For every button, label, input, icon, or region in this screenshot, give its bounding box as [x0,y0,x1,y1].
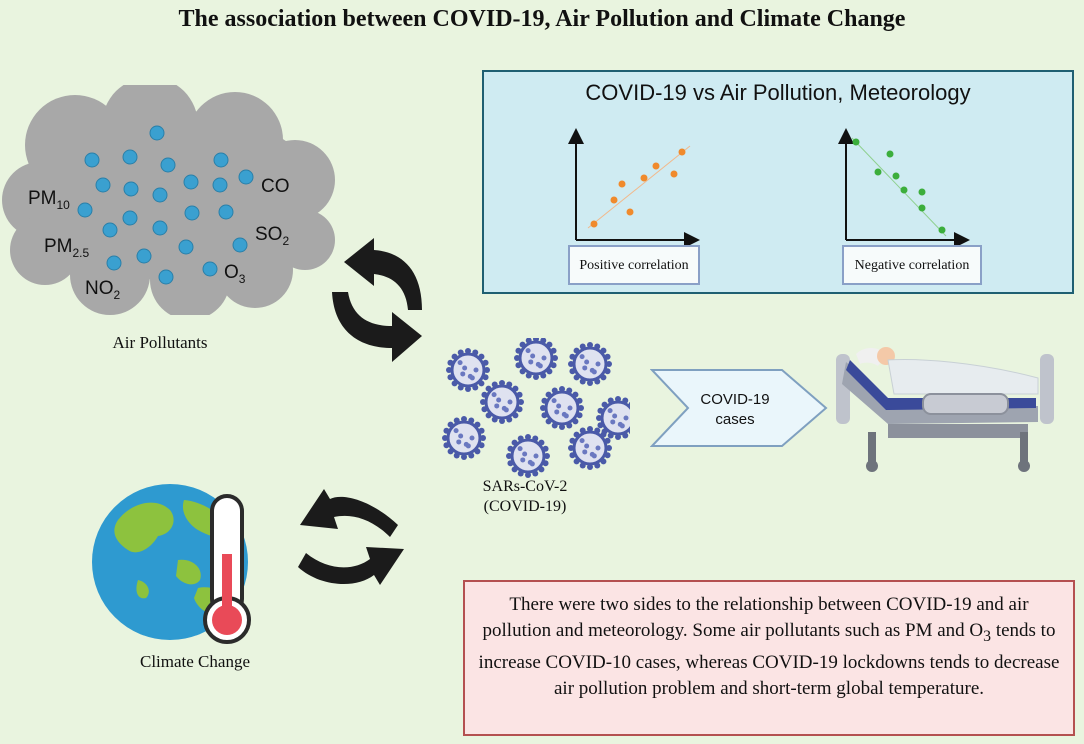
virus-icon [442,416,486,460]
cases-line1: COVID-19 [700,391,770,408]
pollutant-particle [158,269,174,285]
positive-correlation-label: Positive correlation [568,245,700,285]
virus-icon [568,342,612,386]
virus-label-line2: (COVID-19) [483,498,567,515]
negative-point [886,150,894,158]
cycle-arrows-icon [298,489,404,585]
virus-icon [540,386,584,430]
negative-point [874,168,882,176]
summary-note: There were two sides to the relationship… [463,580,1075,736]
pollutant-particle [238,169,254,185]
covid-cases-label: COVID-19 cases [680,390,790,430]
air-pollutants-label: Air Pollutants [112,333,208,352]
cases-line2: cases [715,411,755,428]
positive-point [618,180,626,188]
correlation-plots [568,128,970,248]
virus-cluster [442,338,630,478]
positive-point [610,196,618,204]
climate-change-label: Climate Change [139,652,250,671]
co-label: CO [261,176,290,197]
pm10-label: PM10 [28,188,70,212]
negative-point [918,188,926,196]
correlation-panel: COVID-19 vs Air Pollution, Meteorology P… [482,70,1074,294]
pollutant-particle [149,125,165,141]
pollutant-particle [102,222,118,238]
negative-point [938,226,946,234]
hospital-bed-icon [836,347,1054,472]
positive-point [670,170,678,178]
virus-icon [514,338,558,380]
pollutant-particle [232,237,248,253]
virus-label-line1: SARs-CoV-2 [482,478,568,495]
positive-trend-line [587,145,691,229]
positive-point [678,148,686,156]
pollutant-particle [218,204,234,220]
positive-point [652,162,660,170]
virus-icon [506,434,550,478]
pm25-label: PM2.5 [44,236,90,260]
pollutant-particle [202,261,218,277]
pollutant-particle [122,149,138,165]
virus-icon [568,426,612,470]
cases-arrow-shape [650,369,828,447]
pollutant-particle [77,202,93,218]
correlation-panel-title: COVID-19 vs Air Pollution, Meteorology [585,80,971,105]
pollution-cloud-icon [2,85,335,315]
cycle-arrows-icon [332,238,422,362]
pollutant-particle [95,177,111,193]
negative-correlation-label: Negative correlation [842,245,982,285]
so2-label: SO2 [255,224,290,248]
thermometer-icon [203,494,251,644]
negative-point [892,172,900,180]
virus-icon [480,380,524,424]
positive-point [590,220,598,228]
virus-icon [446,348,490,392]
pollutant-particle [213,152,229,168]
no2-label: NO2 [85,278,121,302]
positive-point [640,174,648,182]
virus-icon [596,396,630,440]
pollutant-particle [123,181,139,197]
figure-title: The association between COVID-19, Air Po… [178,6,906,32]
pollutant-particle [212,177,228,193]
o3-label: O3 [224,262,246,286]
positive-point [626,208,634,216]
pollutant-particle [178,239,194,255]
pollutant-particle [136,248,152,264]
pollutant-particle [122,210,138,226]
negative-point [900,186,908,194]
pollutant-particle [152,187,168,203]
virus-label: SARs-CoV-2 (COVID-19) [455,477,595,517]
pollutant-particle [84,152,100,168]
pollutant-particle [183,174,199,190]
negative-point [852,138,860,146]
pollutant-particle [160,157,176,173]
pollutant-particle [106,255,122,271]
pollutant-particle [152,220,168,236]
pollutant-particle [184,205,200,221]
negative-point [918,204,926,212]
globe-icon [92,484,251,644]
negative-trend-line [851,137,947,237]
